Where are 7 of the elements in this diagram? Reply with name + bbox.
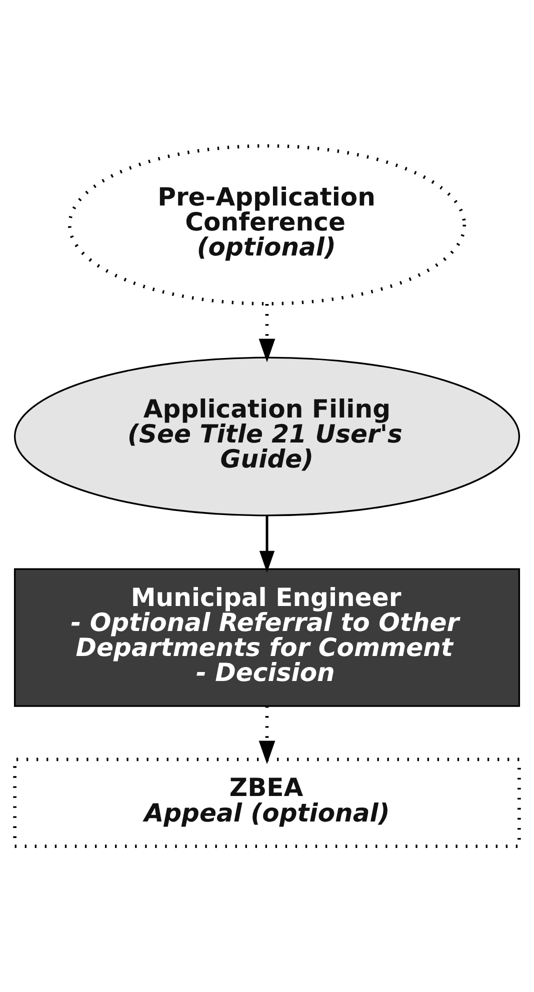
node-ellipse: Pre-Application Conference (optional) [68, 144, 466, 306]
arrow [258, 304, 276, 362]
arrow [259, 516, 275, 573]
node-box: Municipal Engineer - Optional Referral to Other Departments for Comment - Decision [14, 568, 520, 707]
node-ellipse: Application Filing (See Title 21 User's Guide) [14, 356, 520, 516]
arrow [258, 706, 276, 764]
node-box: ZBEA Appeal (optional) [13, 758, 521, 848]
